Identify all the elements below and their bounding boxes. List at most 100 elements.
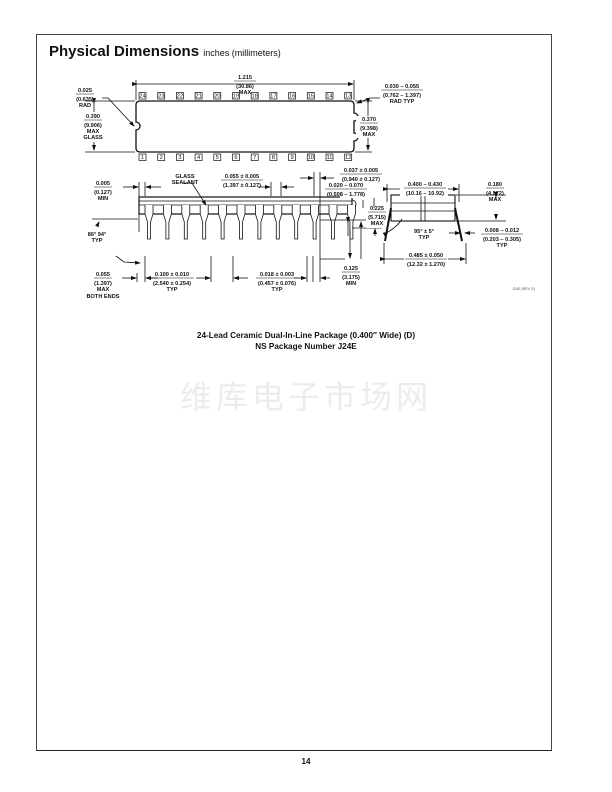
top-pin-number: 21 (195, 94, 201, 100)
pitch-in: 0.100 ± 0.010 (155, 272, 189, 278)
side-lead (218, 205, 227, 240)
glass-width-mm: (9.906) (84, 123, 102, 129)
shoulder-width-mm: (1.397 ± 0.127) (223, 183, 261, 189)
end-body-height-in: 0.180 (488, 182, 502, 188)
page-border (36, 34, 552, 751)
lead-width-note: TYP (272, 287, 283, 293)
side-lead (347, 205, 356, 240)
top-pin-number: 17 (270, 94, 276, 100)
top-pin-box (344, 92, 353, 100)
corner-radius-note: RAD TYP (390, 99, 415, 105)
bottom-pin-box (269, 153, 278, 161)
lead-thickness-note: TYP (497, 243, 508, 249)
top-pin-box (157, 92, 166, 100)
top-pin-number: 19 (233, 94, 239, 100)
end-overhang-in: 0.055 (96, 272, 110, 278)
bottom-pin-box (176, 153, 184, 161)
glass-width-in: 0.390 (86, 114, 100, 120)
title-text: Physical Dimensions (49, 43, 200, 60)
end-overhang-note2: BOTH ENDS (87, 294, 120, 300)
pitch-mm: (2.540 ± 0.254) (153, 281, 191, 287)
side-lead (181, 205, 191, 240)
lead-thickness-mm: (0.203 – 0.305) (483, 237, 521, 243)
lead-length-note: MIN (346, 281, 356, 287)
top-pin-box (176, 92, 184, 100)
top-pin-number: 23 (158, 94, 164, 100)
bottom-pin-number: 8 (272, 155, 275, 161)
body-width-in: 0.370 (362, 117, 376, 123)
bottom-pin-box (306, 153, 315, 161)
side-lead (310, 205, 319, 240)
end-view-right-lead (454, 207, 463, 242)
bottom-pin-number: 3 (178, 155, 181, 161)
end-overhang-note1: MAX (97, 287, 110, 293)
top-pin-box (306, 92, 315, 100)
overall-length-in: 1.215 (238, 75, 252, 81)
top-pin-box (138, 92, 147, 100)
side-lead (144, 205, 154, 240)
end-gap-in: 0.005 (96, 181, 110, 187)
side-lead (273, 205, 283, 240)
top-pin-number: 18 (251, 94, 257, 100)
top-pin-box (288, 92, 296, 100)
notch-radius-in: 0.025 (78, 88, 92, 94)
bottom-pin-number: 11 (326, 155, 332, 161)
bottom-pin-number: 1 (141, 155, 144, 161)
top-pin-box (213, 92, 222, 100)
end-gap-note: MIN (98, 196, 108, 202)
bottom-pin-box (138, 153, 147, 161)
drawing-reference: J24E (REV G) (512, 287, 535, 291)
lead-span-in: 0.485 ± 0.050 (409, 253, 443, 259)
body-width-mm: (9.398) (360, 126, 378, 132)
lead-span-mm: (12.32 ± 1.270) (407, 262, 445, 268)
bottom-pin-box (325, 153, 334, 161)
notch-radius-note: RAD (79, 103, 91, 109)
bottom-pin-number: 4 (197, 155, 201, 161)
bottom-pin-number: 10 (308, 155, 314, 161)
shoulder-width-in: 0.055 ± 0.005 (225, 174, 259, 180)
end-lead-mm: (0.940 ± 0.127) (342, 177, 380, 183)
corner-radius-mm: (0.762 – 1.397) (383, 93, 421, 99)
end-body-width-in: 0.400 – 0.430 (408, 182, 442, 188)
lead-angle-note: TYP (92, 238, 103, 244)
lead-length-mm: (3.175) (342, 275, 360, 281)
side-lead (163, 205, 172, 240)
end-body-height-note: MAX (489, 197, 502, 203)
bottom-pin-box (232, 153, 240, 161)
top-pin-box (232, 92, 240, 100)
side-lead (291, 205, 301, 240)
top-pin-number: 13 (345, 94, 351, 100)
standoff-mm: (0.508 – 1.778) (327, 192, 365, 198)
top-view-labels: 1.215 (30.86) MAX 0.025 (0.635) RAD 0.03… (76, 75, 423, 141)
bottom-pin-number: 6 (234, 155, 237, 161)
side-lead (255, 205, 264, 240)
top-view-body (135, 100, 359, 153)
side-view (92, 172, 390, 282)
bottom-pin-number: 7 (253, 155, 256, 161)
end-lead-in: 0.037 ± 0.005 (344, 168, 378, 174)
bottom-pin-number: 5 (216, 155, 219, 161)
end-overhang-mm: (1.397) (94, 281, 112, 287)
top-pin-number: 20 (214, 94, 220, 100)
pitch-note: TYP (167, 287, 178, 293)
glass-width-note1: MAX (87, 129, 100, 135)
height-in: 0.225 (370, 206, 384, 212)
end-gap-mm: (0.127) (94, 190, 112, 196)
side-lead (328, 205, 338, 240)
package-caption-line2: NS Package Number J24E (255, 342, 357, 351)
end-lead-angle-note: TYP (419, 235, 430, 241)
bottom-pin-number: 12 (345, 155, 351, 161)
glass-width-note2: GLASS (83, 135, 103, 141)
end-body-height-mm: (4.572) (486, 191, 504, 197)
title-units: inches (millimeters) (203, 48, 281, 58)
end-body-width-mm: (10.16 – 10.92) (406, 191, 444, 197)
body-width-note: MAX (363, 132, 376, 138)
lead-width-mm: (0.457 ± 0.076) (258, 281, 296, 287)
standoff-in: 0.020 – 0.070 (329, 183, 363, 189)
top-pin-box (250, 92, 259, 100)
glass-sealant-line2: SEALANT (172, 180, 199, 186)
bottom-pin-box (288, 153, 296, 161)
lead-angle-value: 86° 94° (88, 232, 106, 238)
top-pin-box (194, 92, 203, 100)
